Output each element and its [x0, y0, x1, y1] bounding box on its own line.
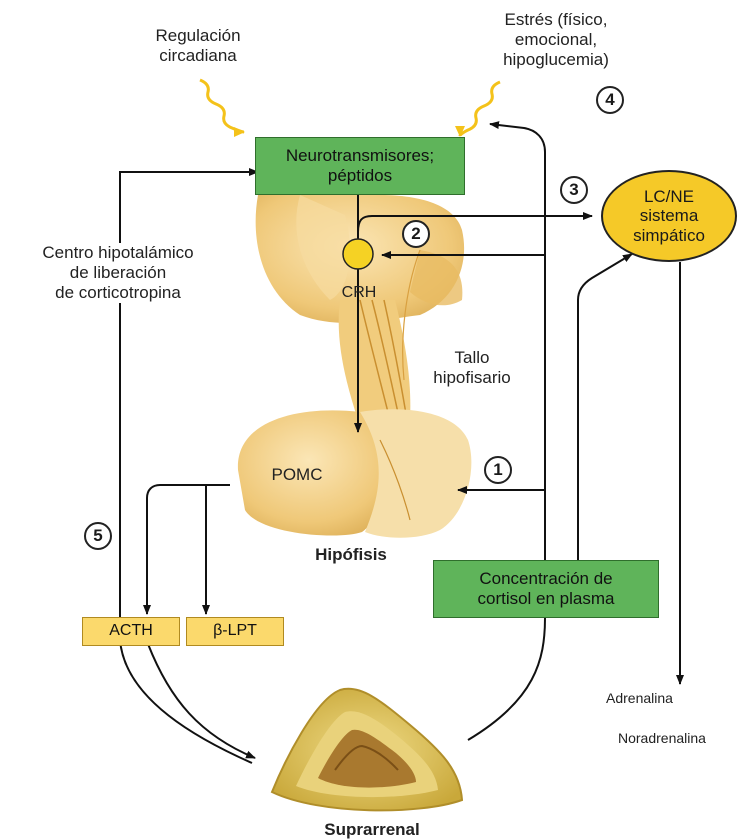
- neuro-line-1: Neurotransmisores;: [286, 146, 434, 166]
- adrenal-label: Suprarrenal: [310, 820, 434, 840]
- pituitary-label: Hipófisis: [296, 545, 406, 565]
- neurotransmitters-box: Neurotransmisores; péptidos: [255, 137, 465, 195]
- center-line-1: Centro hipotalámico: [2, 243, 234, 263]
- cortisol-to-lcne: [578, 254, 632, 560]
- circadian-wavy-arrow: [200, 80, 244, 132]
- pomc-split: [147, 485, 230, 614]
- stalk-line-1: Tallo: [418, 348, 526, 368]
- center-line-3: de corticotropina: [2, 283, 234, 303]
- cortisol-feedback-vertical: [490, 124, 545, 560]
- stress-label: Estrés (físico, emocional, hipoglucemia): [468, 10, 644, 70]
- adrenal-to-cortisol: [468, 618, 545, 740]
- crh-label: CRH: [334, 284, 384, 303]
- stress-line-2: emocional,: [468, 30, 644, 50]
- stress-line-3: hipoglucemia): [468, 50, 644, 70]
- noradrenalina-label: Noradrenalina: [618, 730, 738, 747]
- badge-2: 2: [402, 220, 430, 248]
- blpt-box: β-LPT: [186, 617, 284, 646]
- circadian-label: Regulación circadiana: [118, 26, 278, 66]
- stalk-label: Tallo hipofisario: [418, 348, 526, 388]
- stress-line-1: Estrés (físico,: [468, 10, 644, 30]
- hypothalamic-center-label: Centro hipotalámico de liberación de cor…: [2, 243, 234, 303]
- circadian-line-2: circadiana: [118, 46, 278, 66]
- badge-1: 1: [484, 456, 512, 484]
- cortisol-line-2: cortisol en plasma: [477, 589, 614, 609]
- stalk-line-2: hipofisario: [418, 368, 526, 388]
- lcne-line-1: LC/NE: [644, 187, 694, 207]
- lcne-sympathetic-ellipse: LC/NE sistema simpático: [601, 170, 737, 262]
- lcne-line-2: sistema: [640, 206, 699, 226]
- stress-wavy-arrow: [460, 82, 500, 136]
- cortisol-line-1: Concentración de: [479, 569, 612, 589]
- acth-to-adrenal: [148, 644, 255, 758]
- badge-3: 3: [560, 176, 588, 204]
- adrenalina-label: Adrenalina: [606, 690, 716, 707]
- center-line-2: de liberación: [2, 263, 234, 283]
- neuro-line-2: péptidos: [328, 166, 392, 186]
- crh-neuron-dot: [343, 239, 373, 269]
- cortisol-box: Concentración de cortisol en plasma: [433, 560, 659, 618]
- badge-4: 4: [596, 86, 624, 114]
- pomc-label: POMC: [264, 465, 330, 485]
- badge-5: 5: [84, 522, 112, 550]
- adrenal-gland-illustration: [272, 689, 462, 811]
- lcne-line-3: simpático: [633, 226, 705, 246]
- circadian-line-1: Regulación: [118, 26, 278, 46]
- acth-box: ACTH: [82, 617, 180, 646]
